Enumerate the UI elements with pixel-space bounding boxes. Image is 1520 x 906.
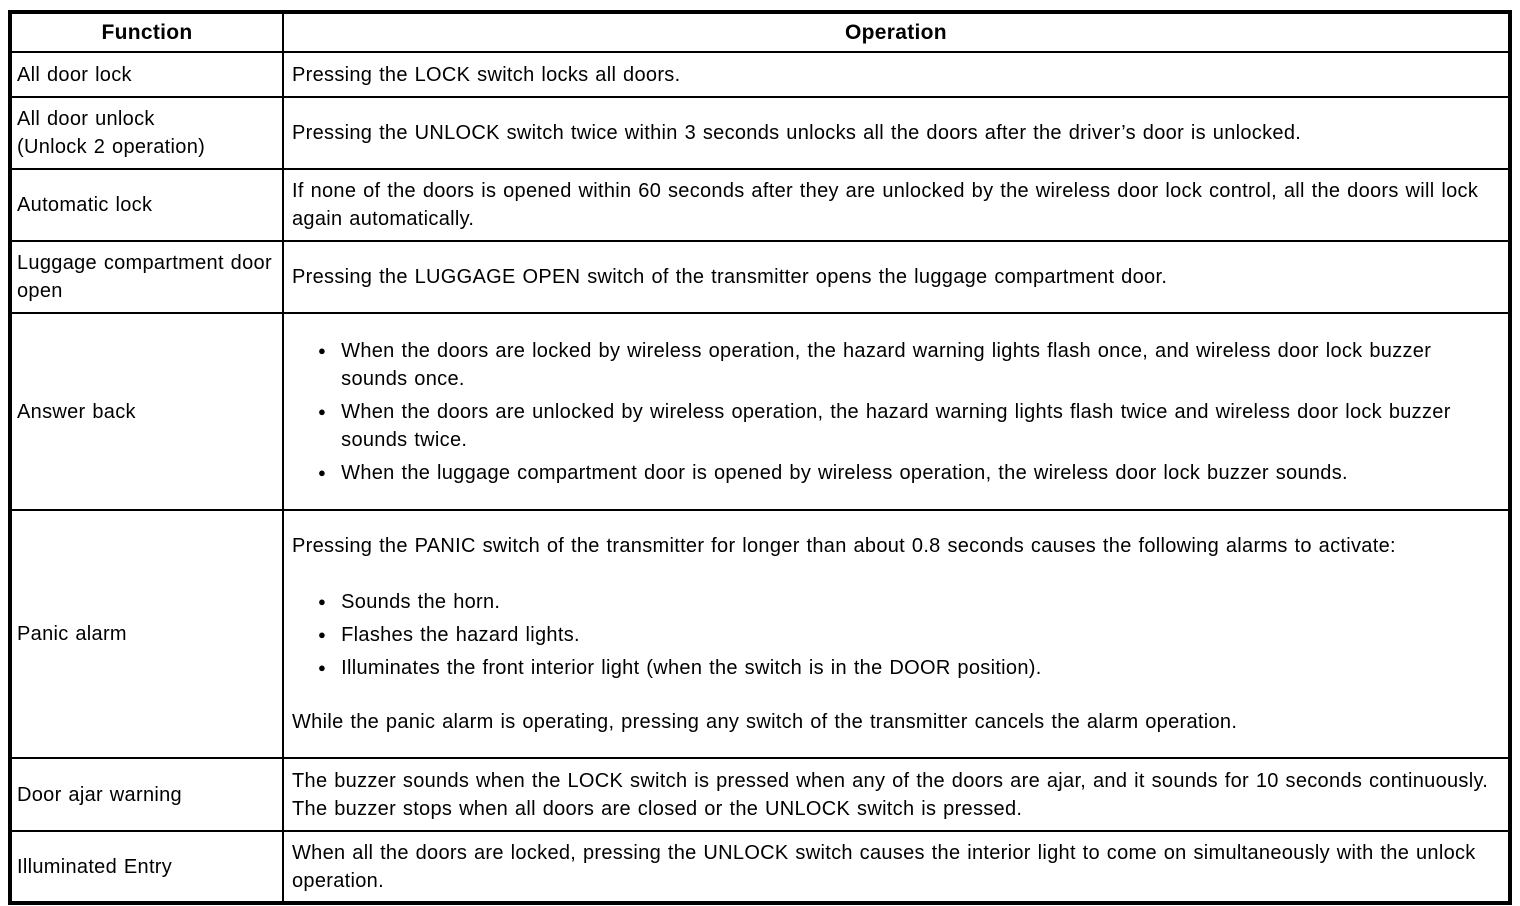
table-row: All door lock Pressing the LOCK switch lo… xyxy=(9,51,1511,98)
header-cell-operation: Operation xyxy=(282,11,1511,53)
bullet-icon: ● xyxy=(318,627,327,642)
operation-paragraph: Pressing the LOCK switch locks all doors… xyxy=(292,63,681,86)
operation-paragraph: The buzzer sounds when the LOCK switch i… xyxy=(292,769,1489,820)
bullet-text: Illuminates the front interior light (wh… xyxy=(341,657,1042,679)
bullet-icon: ● xyxy=(318,403,327,419)
function-cell: All door unlock (Unlock 2 operation) xyxy=(9,96,284,170)
operation-cell: Pressing the PANIC switch of the transmi… xyxy=(282,509,1511,759)
bullet-icon: ● xyxy=(318,660,327,675)
bullet-list: ● When the doors are locked by wireless o… xyxy=(292,337,1496,487)
function-cell: Answer back xyxy=(9,312,284,511)
bullet-item: ● Sounds the horn. xyxy=(292,588,1496,616)
bullet-item: ● When the doors are locked by wireless o… xyxy=(292,337,1496,393)
operation-cell: The buzzer sounds when the LOCK switch i… xyxy=(282,757,1511,832)
operation-cell: Pressing the UNLOCK switch twice within … xyxy=(282,96,1511,170)
table-row: Panic alarm Pressing the PANIC switch of … xyxy=(9,509,1511,759)
operation-cell: When all the doors are locked, pressing … xyxy=(282,830,1511,904)
bullet-text: When the doors are unlocked by wireless … xyxy=(341,400,1451,451)
bullet-icon: ● xyxy=(318,342,327,358)
operation-cell: Pressing the LUGGAGE OPEN switch of the … xyxy=(282,240,1511,314)
function-cell: Door ajar warning xyxy=(9,757,284,832)
bullet-item: ● When the doors are unlocked by wireless… xyxy=(292,398,1496,454)
bullet-item: ● Illuminates the front interior light (w… xyxy=(292,654,1496,682)
header-row: Function Operation xyxy=(9,11,1511,53)
bullet-item: ● Flashes the hazard lights. xyxy=(292,621,1496,649)
operation-paragraph: Pressing the PANIC switch of the transmi… xyxy=(292,535,1396,557)
bullet-text: Flashes the hazard lights. xyxy=(341,624,580,646)
function-cell: Illuminated Entry xyxy=(9,830,284,904)
table-row: Luggage compartment door open Pressing th… xyxy=(9,240,1511,314)
operation-cell: If none of the doors is opened within 60… xyxy=(282,168,1511,242)
operation-cell: ● When the doors are locked by wireless o… xyxy=(282,312,1511,511)
bullet-text: When the luggage compartment door is ope… xyxy=(341,461,1348,484)
header-cell-function: Function xyxy=(9,11,284,53)
operation-paragraph: Pressing the UNLOCK switch twice within … xyxy=(292,122,1302,144)
bullet-list: ● Sounds the horn. ● Flashes the hazard lig… xyxy=(292,588,1496,682)
table-row: Answer back ● When the doors are locked by… xyxy=(9,312,1511,511)
operation-paragraph: While the panic alarm is operating, pres… xyxy=(292,711,1238,733)
operation-paragraph: When all the doors are locked, pressing … xyxy=(292,841,1476,892)
bullet-item: ● When the luggage compartment door is op… xyxy=(292,459,1496,487)
bullet-text: Sounds the horn. xyxy=(341,591,501,613)
bullet-text: When the doors are locked by wireless op… xyxy=(341,339,1432,390)
operation-paragraph: If none of the doors is opened within 60… xyxy=(292,180,1479,230)
bullet-icon: ● xyxy=(318,464,327,480)
function-cell: Luggage compartment door open xyxy=(9,240,284,314)
function-cell: Panic alarm xyxy=(9,509,284,759)
function-cell: Automatic lock xyxy=(9,168,284,242)
bullet-icon: ● xyxy=(318,594,327,609)
table-row: All door unlock (Unlock 2 operation) Pres… xyxy=(9,96,1511,170)
operation-cell: Pressing the LOCK switch locks all doors… xyxy=(282,51,1511,98)
operation-paragraph: Pressing the LUGGAGE OPEN switch of the … xyxy=(292,266,1168,288)
table-body: All door lock Pressing the LOCK switch lo… xyxy=(9,51,1511,904)
function-cell: All door lock xyxy=(9,51,284,98)
table-header: Function Operation xyxy=(9,11,1511,53)
